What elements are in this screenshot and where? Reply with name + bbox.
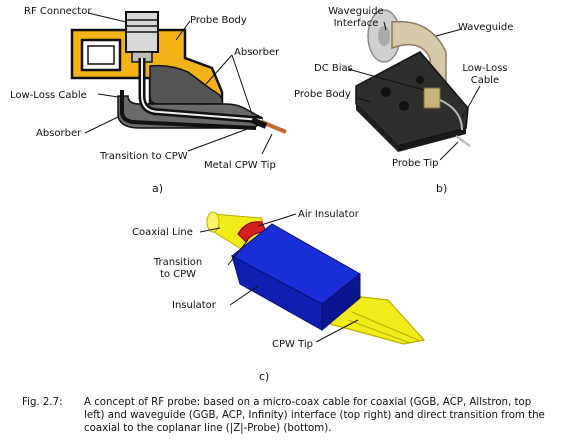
probe-tip-b-shape — [455, 134, 471, 148]
label-probe-body-a: Probe Body — [190, 15, 247, 26]
dc-bias-shape — [423, 87, 441, 109]
label-probe-tip: Probe Tip — [392, 158, 439, 169]
subfigure-label-c: c) — [259, 370, 270, 383]
caption-text: A concept of RF probe: based on a micro-… — [84, 397, 545, 434]
label-cpw-tip: CPW Tip — [272, 339, 314, 350]
label-low-loss-cable-b-1: Low-Loss — [462, 63, 508, 74]
label-transition-c-2: to CPW — [159, 269, 197, 280]
label-probe-body-b: Probe Body — [294, 89, 351, 100]
label-waveguide-interface-1: Waveguide — [328, 6, 384, 17]
label-absorber-left: Absorber — [36, 128, 82, 139]
label-insulator: Insulator — [172, 300, 216, 311]
label-low-loss-cable-b-2: Cable — [470, 75, 500, 86]
label-absorber-right: Absorber — [234, 47, 280, 58]
insulator-block-side — [321, 272, 361, 332]
label-low-loss-cable-a: Low-Loss Cable — [10, 90, 87, 101]
label-coaxial-line: Coaxial Line — [132, 227, 193, 238]
label-transition-c-1: Transition — [153, 257, 203, 268]
absorber-upper-shape — [149, 64, 224, 105]
label-metal-cpw-tip: Metal CPW Tip — [204, 160, 276, 171]
label-dc-bias: DC Bias — [314, 63, 353, 74]
label-waveguide-interface-2: Interface — [333, 18, 379, 29]
figure-caption: Fig. 2.7: A concept of RF probe: based o… — [22, 396, 552, 435]
subfigure-label-b: b) — [436, 182, 448, 195]
label-rf-connector: RF Connector — [24, 6, 92, 17]
caption-number: Fig. 2.7: — [22, 397, 63, 408]
subfigure-label-a: a) — [152, 182, 164, 195]
label-transition-to-cpw: Transition to CPW — [100, 151, 188, 162]
label-waveguide: Waveguide — [458, 22, 514, 33]
label-air-insulator: Air Insulator — [298, 209, 359, 220]
